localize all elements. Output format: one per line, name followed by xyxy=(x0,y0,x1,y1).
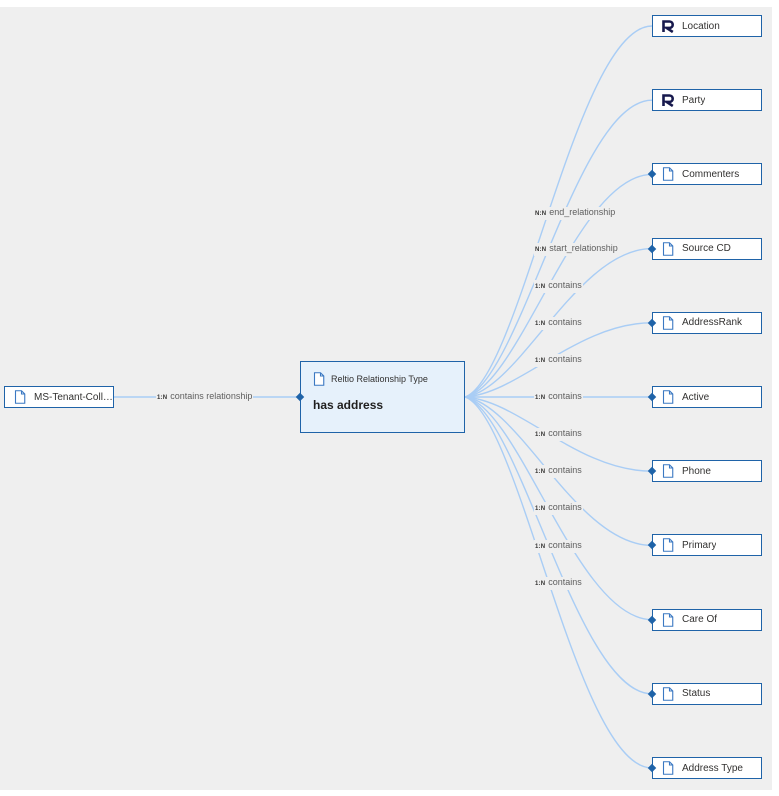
edge-relationship: end_relationship xyxy=(549,207,616,217)
edge-relationship: contains xyxy=(548,465,582,475)
edge-cardinality: 1:N xyxy=(535,469,546,475)
edge-relationship: contains xyxy=(548,540,582,550)
document-icon xyxy=(661,390,675,404)
target-node-label: Commenters xyxy=(682,168,740,180)
target-node-label: Active xyxy=(682,391,710,403)
target-node[interactable]: Status xyxy=(652,682,762,705)
target-node-label: Address Type xyxy=(682,762,743,774)
edge-relationship: contains relationship xyxy=(170,391,253,401)
center-node[interactable]: Reltio Relationship Type has address xyxy=(300,361,465,433)
target-node-label: Phone xyxy=(682,465,711,477)
target-node[interactable]: Active xyxy=(652,386,762,408)
target-node[interactable]: Primary xyxy=(652,534,762,557)
target-node[interactable]: Care Of xyxy=(652,608,762,631)
target-node-label: AddressRank xyxy=(682,317,743,329)
edge-cardinality: 1:N xyxy=(535,284,546,290)
reltio-logo-icon xyxy=(661,93,675,107)
center-node-title: has address xyxy=(313,398,384,412)
center-node-type: Reltio Relationship Type xyxy=(313,372,428,386)
edge-cardinality: 1:N xyxy=(157,395,168,401)
target-node[interactable]: Source CD xyxy=(652,237,762,260)
edge-relationship: contains xyxy=(548,280,582,290)
edge-relationship: contains xyxy=(548,502,582,512)
target-node-label: Location xyxy=(682,20,720,32)
edge-cardinality: N:N xyxy=(535,247,547,253)
target-node[interactable]: Party xyxy=(652,89,762,112)
document-icon xyxy=(13,390,27,404)
document-icon xyxy=(661,686,675,701)
edge-relationship: contains xyxy=(548,428,582,438)
target-node[interactable]: Address Type xyxy=(652,757,762,779)
document-icon xyxy=(661,761,675,775)
document-icon xyxy=(661,612,675,627)
target-node-label: Party xyxy=(682,94,706,106)
center-node-type-label: Reltio Relationship Type xyxy=(331,374,428,384)
edge-cardinality: 1:N xyxy=(535,321,546,327)
edge-cardinality: 1:N xyxy=(535,506,546,512)
document-icon xyxy=(661,167,675,182)
target-node-label: Care Of xyxy=(682,614,718,626)
relationship-wire xyxy=(464,25,653,398)
target-node-label: Source CD xyxy=(682,243,731,255)
edge-relationship: contains xyxy=(548,577,582,587)
edge-cardinality: 1:N xyxy=(535,358,546,364)
edge-cardinality: 1:N xyxy=(535,581,546,587)
source-node[interactable]: MS-Tenant-Colle... xyxy=(4,386,114,408)
target-node[interactable]: AddressRank xyxy=(652,311,762,334)
document-icon xyxy=(661,241,675,256)
source-node-label: MS-Tenant-Colle... xyxy=(34,391,113,403)
document-icon xyxy=(661,538,675,553)
document-icon xyxy=(661,464,675,478)
target-node[interactable]: Commenters xyxy=(652,163,762,186)
edge-cardinality: 1:N xyxy=(535,395,546,401)
target-node[interactable]: Phone xyxy=(652,460,762,483)
edge-relationship: contains xyxy=(548,317,582,327)
edge-cardinality: N:N xyxy=(535,211,547,217)
reltio-logo-icon xyxy=(661,19,675,33)
target-node[interactable]: Location xyxy=(652,15,762,37)
target-node-label: Status xyxy=(682,688,711,700)
edge-cardinality: 1:N xyxy=(535,432,546,438)
document-icon xyxy=(313,372,325,386)
edge-cardinality: 1:N xyxy=(535,544,546,550)
edge-relationship: contains xyxy=(548,354,582,364)
document-icon xyxy=(661,315,675,330)
edge-relationship: start_relationship xyxy=(549,243,618,253)
edge-relationship: contains xyxy=(548,391,582,401)
target-node-label: Primary xyxy=(682,539,717,551)
